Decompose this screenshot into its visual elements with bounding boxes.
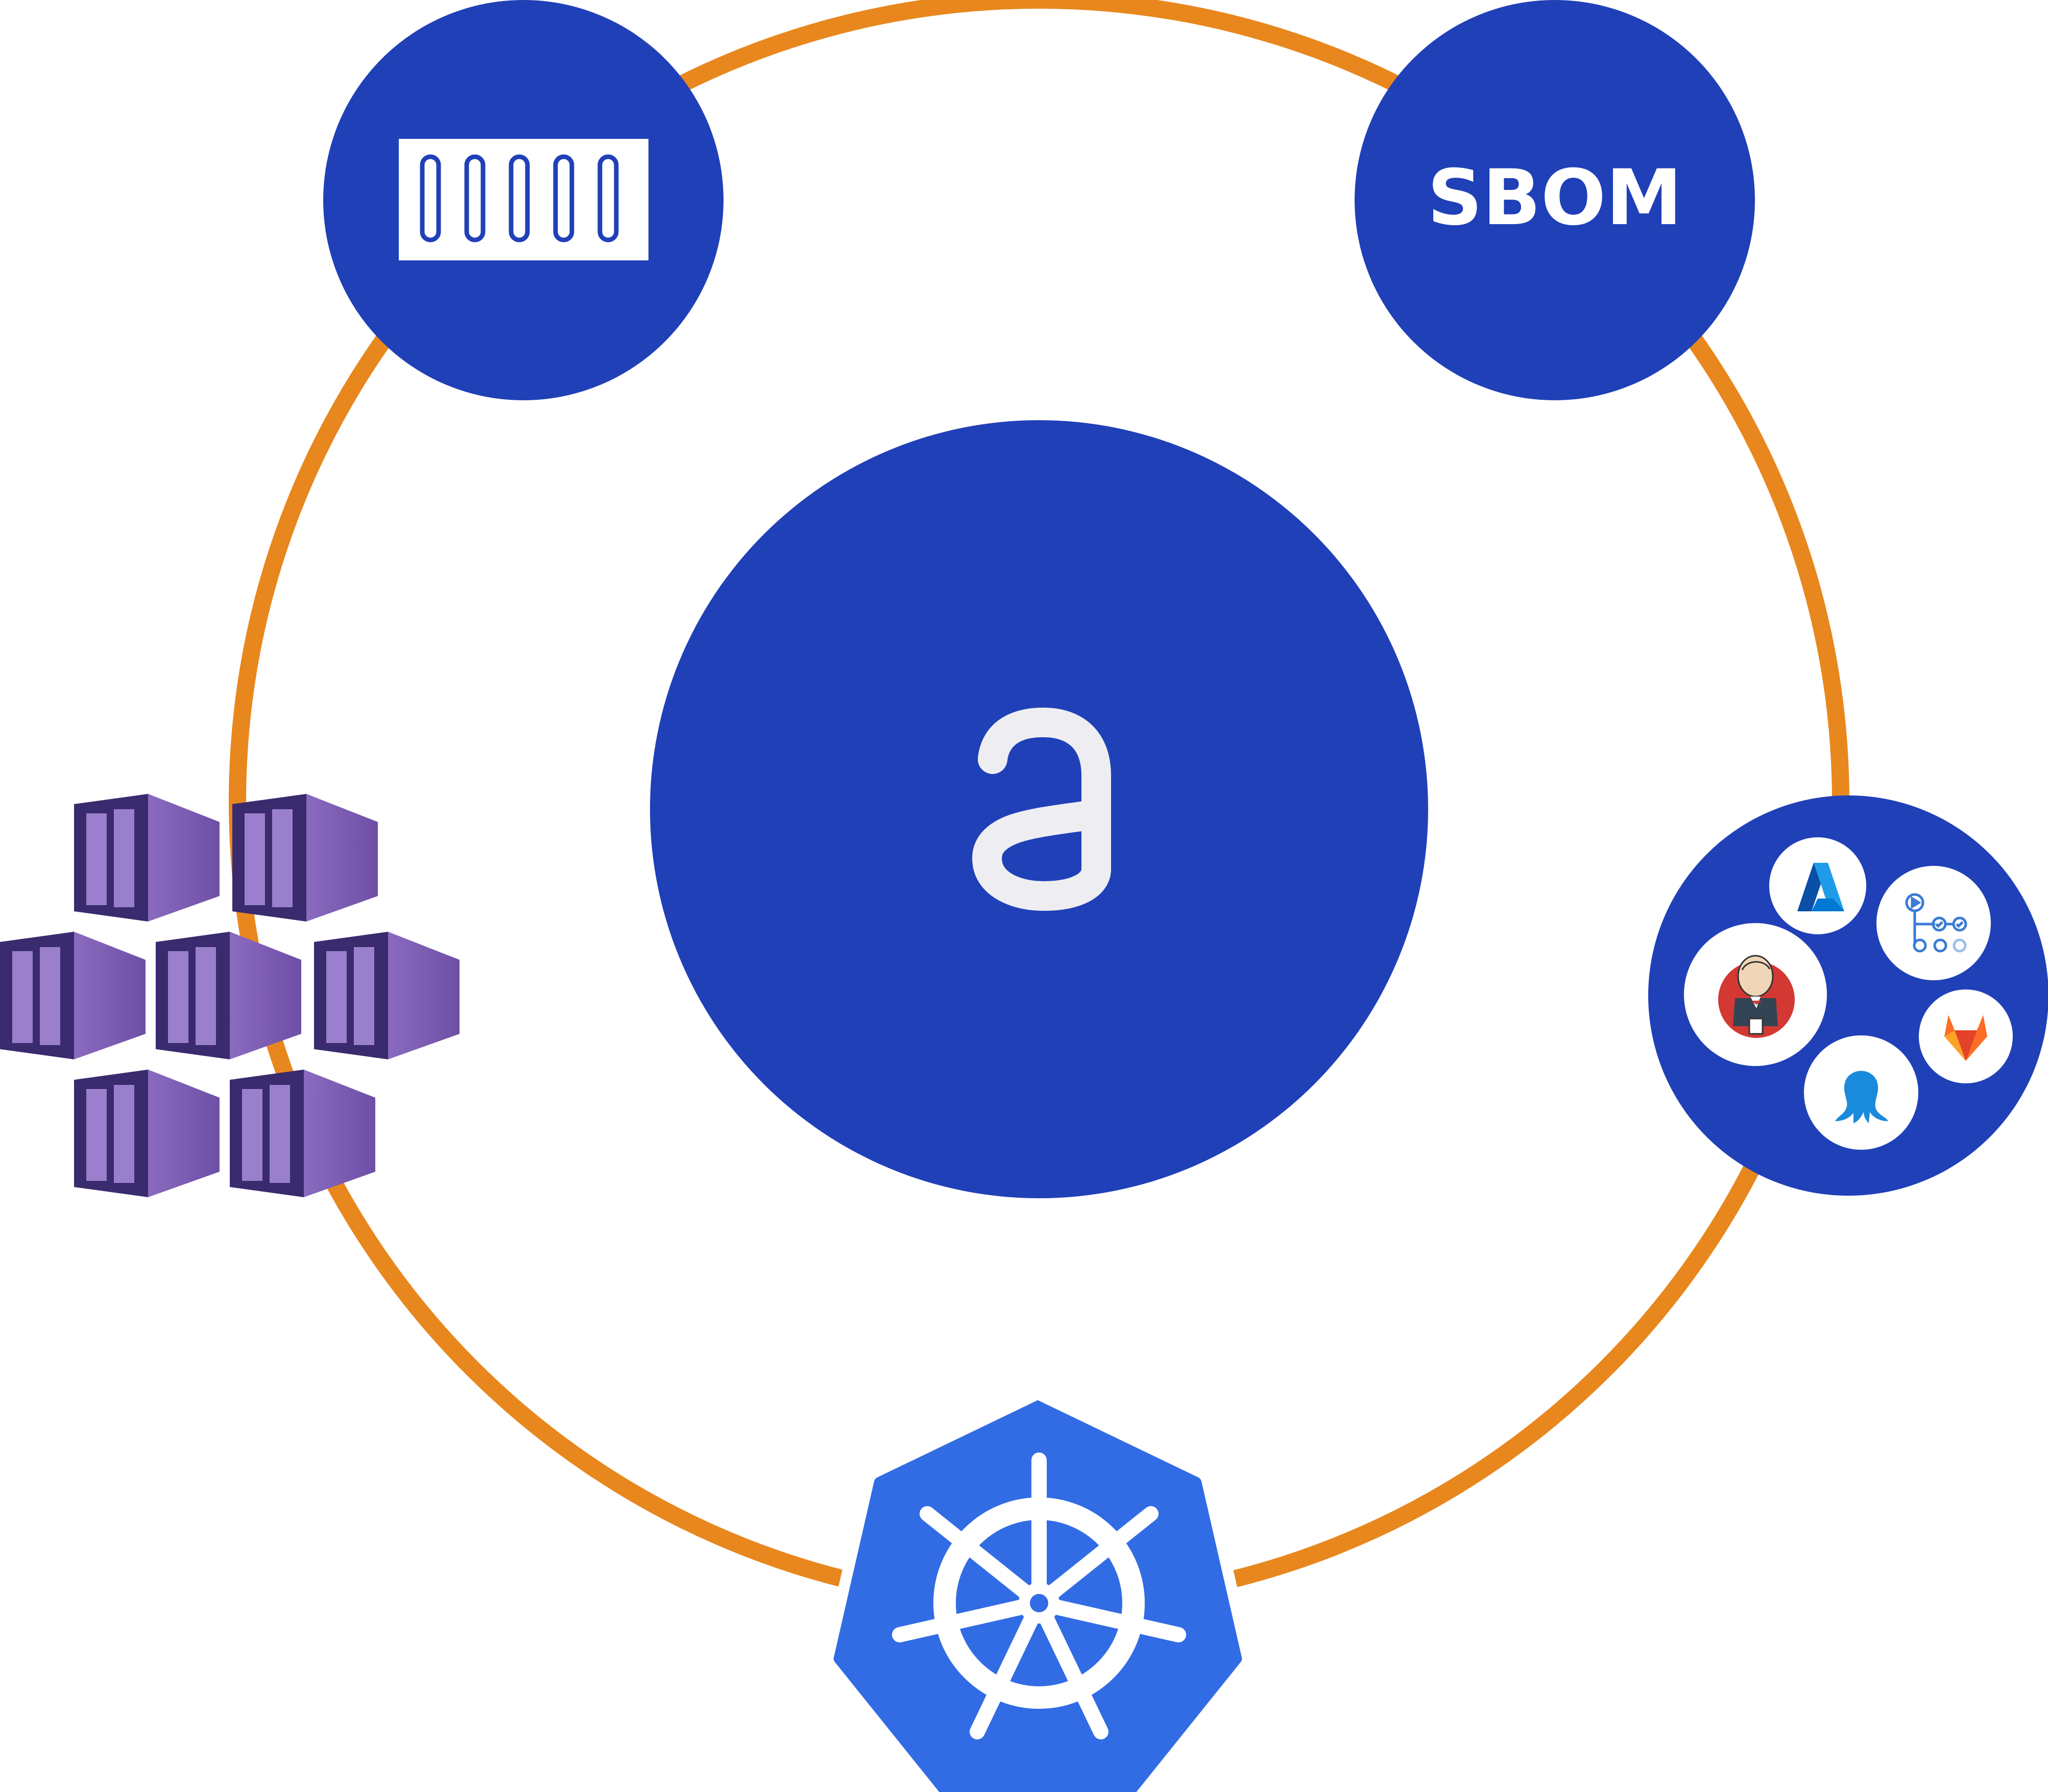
anchore-a-logo [972,708,1111,911]
registry-icon [399,139,648,260]
container-instances-icon[interactable] [0,794,460,1197]
center-node[interactable] [650,420,1428,1198]
sbom-label: SBOM [1427,154,1682,243]
kubernetes-helm-icon [892,1452,1186,1739]
kubernetes-node[interactable] [822,1388,1254,1792]
github-actions-icon[interactable] [1876,866,1991,980]
registry-node[interactable] [323,0,724,400]
sbom-node[interactable]: SBOM [1355,0,1755,400]
azure-devops-icon[interactable] [1769,837,1866,934]
ci-cd-node[interactable] [1648,795,2048,1196]
jenkins-icon[interactable] [1684,923,1827,1066]
gitlab-icon[interactable] [1919,989,2013,1083]
octopus-deploy-icon[interactable] [1804,1035,1918,1150]
